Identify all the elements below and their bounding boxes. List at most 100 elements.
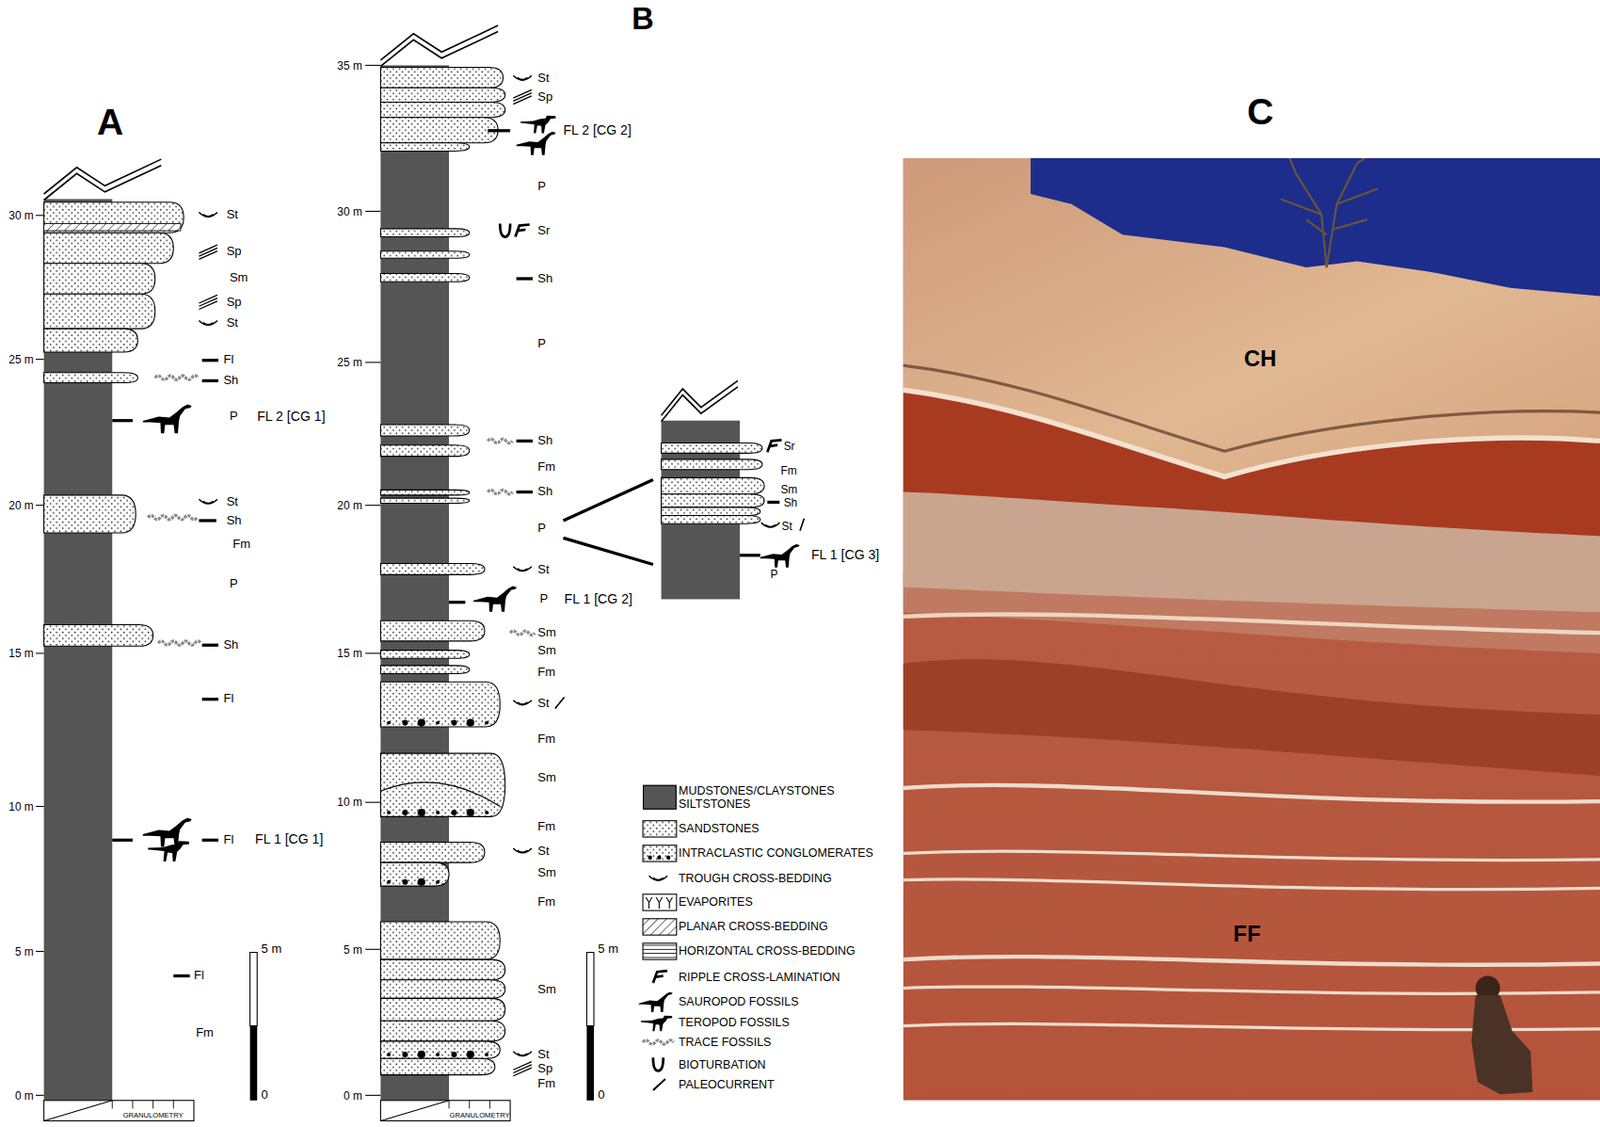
clast-dot — [401, 879, 408, 885]
sandstone-bed — [380, 273, 469, 283]
facies-code: Sr — [784, 439, 796, 452]
trough-symbol — [198, 320, 218, 325]
clast-dot — [484, 810, 489, 815]
fossil-level-label: FL 1 [CG 2] — [564, 592, 633, 608]
sandstone-bed — [380, 620, 485, 641]
facies-code: Fm — [195, 1025, 214, 1040]
level-bar — [112, 838, 133, 842]
sandstone-bed — [380, 1040, 500, 1058]
clast-dot — [450, 1051, 457, 1057]
depth-label: 15 m — [8, 646, 34, 659]
trough-symbol — [512, 566, 532, 572]
clast-dot — [401, 1051, 408, 1057]
sandstone-bed — [380, 228, 469, 238]
sauropod-symbol — [760, 544, 800, 568]
sandstone-bed — [380, 752, 505, 816]
clast-dot — [450, 720, 457, 726]
sandstone-bed — [44, 328, 139, 352]
facies-code: Fm — [537, 819, 556, 833]
facies-code: Sh — [223, 638, 239, 652]
section-break — [44, 165, 162, 201]
sandstone-bed — [380, 862, 449, 886]
trough-symbol — [512, 700, 532, 705]
sandstone-bed — [44, 202, 185, 234]
facies-code: Fm — [780, 464, 797, 477]
legend-text: BIOTURBATION — [678, 1057, 767, 1072]
sandstone-bed — [661, 459, 763, 470]
facies-code: Sp — [226, 245, 242, 259]
clast-dot — [435, 720, 440, 725]
clast-dot — [466, 808, 475, 816]
panel-letter: A — [96, 102, 124, 144]
facies-code: Sm — [537, 644, 557, 658]
level-bar — [202, 379, 219, 383]
panel-letter: C — [1247, 92, 1274, 133]
scale-label: 0 — [597, 1088, 605, 1102]
sandstone-bed — [380, 497, 469, 503]
legend-text: EVAPORITES — [678, 896, 753, 910]
evaporite-layer — [44, 223, 181, 231]
level-bar — [516, 439, 533, 443]
legend-text: PALEOCURRENT — [678, 1078, 775, 1092]
sandstone-bed — [44, 372, 139, 384]
fossil-level-label: FL 2 [CG 1] — [256, 409, 325, 425]
depth-label: 0 m — [15, 1088, 34, 1102]
depth-label: 15 m — [336, 646, 363, 659]
legend-text: PLANAR CROSS-BEDDING — [678, 920, 829, 934]
clast-dot — [386, 810, 391, 815]
depth-tick — [365, 801, 381, 803]
level-bar — [202, 643, 219, 647]
depth-tick — [35, 950, 45, 952]
trough-symbol — [512, 1051, 532, 1056]
level-bar — [516, 276, 533, 280]
depth-tick — [365, 948, 381, 950]
depth-label: 25 m — [8, 352, 34, 366]
section-break — [661, 380, 738, 416]
legend-text: RIPPLE CROSS-LAMINATION — [678, 970, 841, 984]
facies-code: Sm — [537, 770, 557, 784]
clast-dot — [386, 1052, 391, 1056]
ripple-symbol — [767, 439, 782, 452]
cross-set — [380, 782, 500, 807]
depth-tick — [365, 652, 381, 654]
sandstone-bed — [380, 101, 505, 117]
trace-fossil-symbol — [487, 489, 512, 494]
facies-code: St — [537, 71, 549, 85]
sauropod-symbol — [143, 404, 192, 434]
trough-symbol — [761, 522, 781, 528]
granulometry-axis — [380, 1100, 511, 1121]
unit-label: CH — [1244, 347, 1277, 372]
level-bar — [487, 128, 511, 132]
sandstone-bed — [380, 997, 505, 1021]
planar-symbol — [512, 1067, 532, 1076]
facies-code: St — [537, 562, 549, 576]
sandstone-bed — [380, 562, 485, 575]
theropod-symbol — [640, 1015, 673, 1032]
clast-dot — [484, 720, 489, 725]
clast-dot — [417, 808, 426, 816]
sandstone-bed — [380, 143, 469, 152]
level-bar — [112, 418, 133, 422]
facies-code: Sh — [537, 484, 553, 498]
sandstone-bed — [380, 67, 503, 89]
facies-code: Sr — [537, 224, 550, 238]
depth-label: 5 m — [15, 944, 34, 958]
level-bar — [767, 500, 780, 504]
trace-fossil-symbol — [642, 1040, 674, 1044]
axis-label: GRANULOMETRY — [123, 1111, 184, 1120]
level-bar — [516, 490, 533, 494]
level-bar — [202, 697, 219, 701]
facies-code: St — [537, 1047, 549, 1061]
sandstone-bed — [44, 624, 154, 647]
clast-dot — [466, 718, 475, 726]
clast-dot — [386, 880, 391, 884]
bioturbation-symbol — [653, 1056, 664, 1071]
fossil-level-label: FL 2 [CG 2] — [562, 123, 631, 139]
facies-code: P — [537, 336, 546, 351]
sandstone-bed — [661, 477, 766, 494]
legend-text: TEROPOD FOSSILS — [678, 1016, 790, 1030]
facies-code: P — [537, 179, 546, 193]
legend-text: MUDSTONES/CLAYSTONES SILTSTONES — [678, 784, 835, 810]
trace-fossil-symbol — [147, 515, 197, 520]
